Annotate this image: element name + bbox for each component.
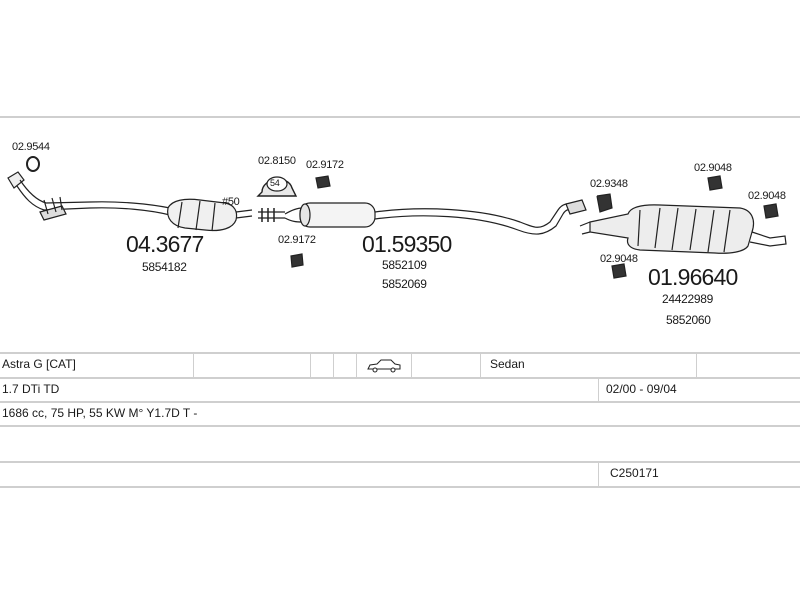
part-number: 01.96640 [648, 264, 738, 290]
top-border [0, 116, 800, 118]
middle-muffler [299, 202, 376, 228]
oem-number: 5854182 [142, 260, 187, 274]
body-type: Sedan [490, 357, 525, 371]
oem-number: 24422989 [662, 292, 713, 306]
col-separator [310, 353, 311, 377]
col-separator [696, 353, 697, 377]
oem-number: 5852069 [382, 277, 427, 291]
engine-name: 1.7 DTi TD [2, 382, 60, 396]
col-separator [356, 353, 357, 377]
row-line [0, 377, 800, 379]
part-code: 02.9348 [590, 178, 628, 190]
hanger [565, 199, 587, 215]
part-code: 02.9172 [306, 159, 344, 171]
part-number: 01.59350 [362, 231, 452, 257]
rubber-mount [611, 263, 627, 279]
col-separator [598, 378, 599, 401]
rubber-mount [763, 203, 779, 219]
col-separator [193, 353, 194, 377]
col-separator [480, 353, 481, 377]
part-code: 02.9544 [12, 141, 50, 153]
row-line [0, 425, 800, 427]
catalog-number: C250171 [610, 466, 659, 480]
rubber-mount [315, 175, 331, 189]
col-separator [598, 462, 599, 486]
part-code: 02.8150 [258, 155, 296, 167]
svg-text:→: → [221, 196, 232, 208]
part-code: 02.9048 [694, 162, 732, 174]
col-separator [333, 353, 334, 377]
oem-number: 5852060 [666, 313, 711, 327]
pipe-diameter: #50 [222, 196, 240, 208]
gasket-ring-icon [26, 156, 40, 172]
front-pipe [7, 171, 25, 189]
sedan-car-icon [366, 358, 402, 374]
row-line [0, 461, 800, 463]
vehicle-model: Astra G [CAT] [2, 357, 76, 371]
col-separator [411, 353, 412, 377]
oem-number: 5852109 [382, 258, 427, 272]
clamp-size: 54 [270, 178, 280, 188]
part-code: 02.9048 [748, 190, 786, 202]
engine-specs: 1686 cc, 75 HP, 55 KW M° Y1.7D T - [2, 406, 198, 420]
rubber-mount [290, 253, 304, 268]
part-code: 02.9172 [278, 234, 316, 246]
production-years: 02/00 - 09/04 [606, 382, 677, 396]
part-code: 02.9048 [600, 253, 638, 265]
row-line [0, 486, 800, 488]
rubber-mount [707, 175, 723, 191]
row-line [0, 352, 800, 354]
row-line [0, 401, 800, 403]
catalytic-converter [167, 198, 238, 232]
rear-muffler [589, 204, 755, 254]
part-number: 04.3677 [126, 231, 204, 257]
